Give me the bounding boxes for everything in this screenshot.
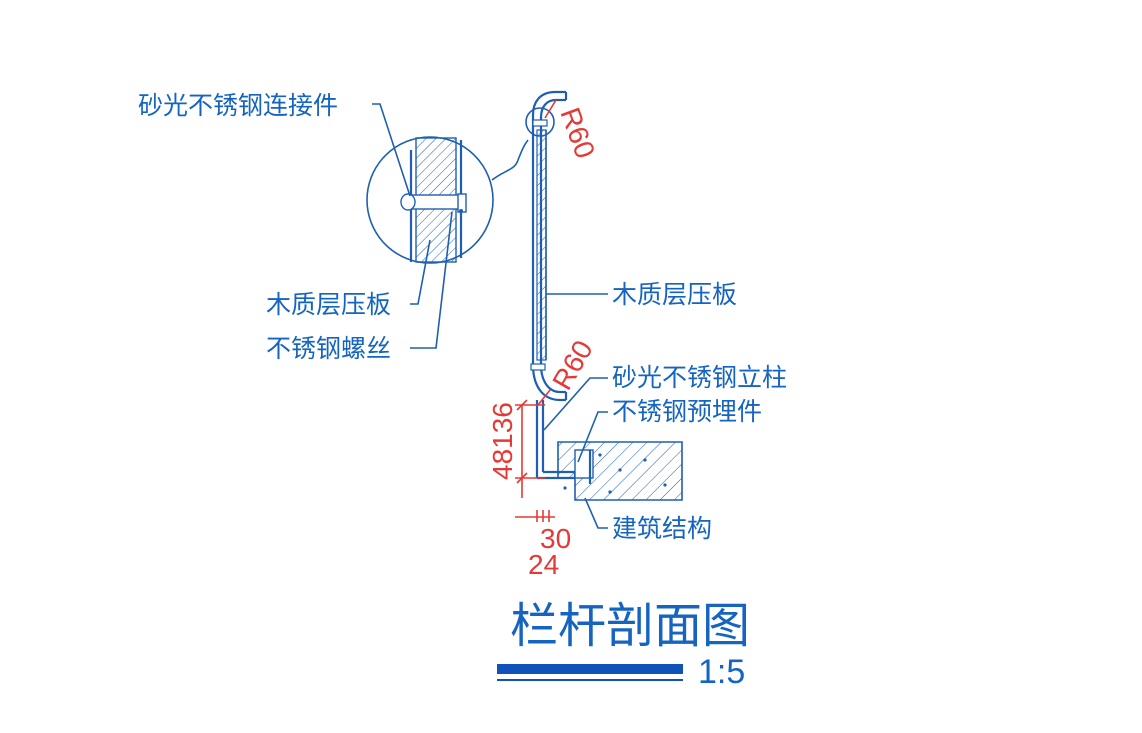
label-embedded-part: 不锈钢预埋件 [612,397,762,426]
label-post: 砂光不锈钢立柱 [612,363,787,392]
building-structure [557,441,683,501]
detail-callout [366,107,555,264]
drawing-scale: 1:5 [698,653,745,691]
label-steel-screw: 不锈钢螺丝 [266,334,391,363]
drawing-title: 栏杆剖面图 [510,600,750,653]
dim-radius-top: R60 [554,103,601,162]
dim-radius-bottom: R60 [546,335,599,395]
dim-vertical: 48136 [487,402,518,480]
title-underline [497,664,683,674]
label-connector: 砂光不锈钢连接件 [138,91,338,120]
label-wood-board-detail: 木质层压板 [266,290,391,319]
dim-horizontal-a: 30 [540,523,571,554]
leader-lines [372,103,608,529]
dimension-lines [515,99,557,522]
label-wood-board: 木质层压板 [612,280,737,309]
label-structure: 建筑结构 [612,514,712,543]
dim-horizontal-b: 24 [528,549,559,580]
